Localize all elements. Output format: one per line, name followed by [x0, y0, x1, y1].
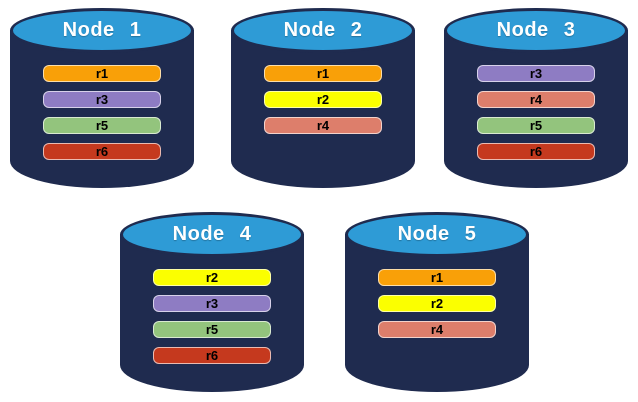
replica-label: r5	[205, 322, 219, 337]
replica-bar-r5: r5	[153, 321, 271, 338]
replica-list: r1 r2 r4	[231, 65, 415, 134]
replica-label: r6	[205, 348, 219, 363]
cylinder-body	[10, 30, 194, 188]
node-label: Node 5	[397, 223, 477, 245]
replica-bar-r6: r6	[477, 143, 595, 160]
replica-list: r3 r4 r5 r6	[444, 65, 628, 160]
replica-label: r3	[95, 92, 109, 107]
node-2-cylinder: Node 2 r1 r2 r4	[231, 8, 415, 188]
replica-label: r1	[316, 66, 330, 81]
replica-label: r3	[529, 66, 543, 81]
cylinder-top: Node 4	[120, 212, 304, 257]
node-label: Node 3	[496, 19, 576, 41]
replica-label: r6	[95, 144, 109, 159]
replica-bar-r1: r1	[378, 269, 496, 286]
replica-label: r1	[95, 66, 109, 81]
replica-bar-r4: r4	[378, 321, 496, 338]
replica-label: r3	[205, 296, 219, 311]
replica-label: r2	[205, 270, 219, 285]
replica-bar-r5: r5	[477, 117, 595, 134]
replica-bar-r1: r1	[43, 65, 161, 82]
node-4-cylinder: Node 4 r2 r3 r5 r6	[120, 212, 304, 392]
replica-label: r2	[430, 296, 444, 311]
node-label: Node 2	[283, 19, 363, 41]
replica-label: r4	[430, 322, 444, 337]
replica-label: r4	[316, 118, 330, 133]
cylinder-top: Node 3	[444, 8, 628, 53]
cylinder-top: Node 1	[10, 8, 194, 53]
cylinder-body	[120, 234, 304, 392]
replica-label: r1	[430, 270, 444, 285]
replica-list: r1 r3 r5 r6	[10, 65, 194, 160]
replica-bar-r4: r4	[264, 117, 382, 134]
cylinder-body	[444, 30, 628, 188]
cylinder-top: Node 5	[345, 212, 529, 257]
replica-bar-r3: r3	[43, 91, 161, 108]
node-3-cylinder: Node 3 r3 r4 r5 r6	[444, 8, 628, 188]
replica-bar-r3: r3	[153, 295, 271, 312]
replica-label: r5	[95, 118, 109, 133]
replica-bar-r1: r1	[264, 65, 382, 82]
replica-label: r6	[529, 144, 543, 159]
replica-label: r5	[529, 118, 543, 133]
cylinder-body	[231, 30, 415, 188]
node-5-cylinder: Node 5 r1 r2 r4	[345, 212, 529, 392]
node-1-cylinder: Node 1 r1 r3 r5 r6	[10, 8, 194, 188]
replica-bar-r3: r3	[477, 65, 595, 82]
replica-bar-r2: r2	[264, 91, 382, 108]
replica-label: r4	[529, 92, 543, 107]
replica-label: r2	[316, 92, 330, 107]
replica-bar-r4: r4	[477, 91, 595, 108]
replica-bar-r6: r6	[43, 143, 161, 160]
replica-list: r1 r2 r4	[345, 269, 529, 338]
cylinder-body	[345, 234, 529, 392]
replica-bar-r5: r5	[43, 117, 161, 134]
replica-bar-r2: r2	[378, 295, 496, 312]
replica-bar-r2: r2	[153, 269, 271, 286]
replica-bar-r6: r6	[153, 347, 271, 364]
replica-list: r2 r3 r5 r6	[120, 269, 304, 364]
cylinder-top: Node 2	[231, 8, 415, 53]
node-label: Node 4	[172, 223, 252, 245]
node-label: Node 1	[62, 19, 142, 41]
